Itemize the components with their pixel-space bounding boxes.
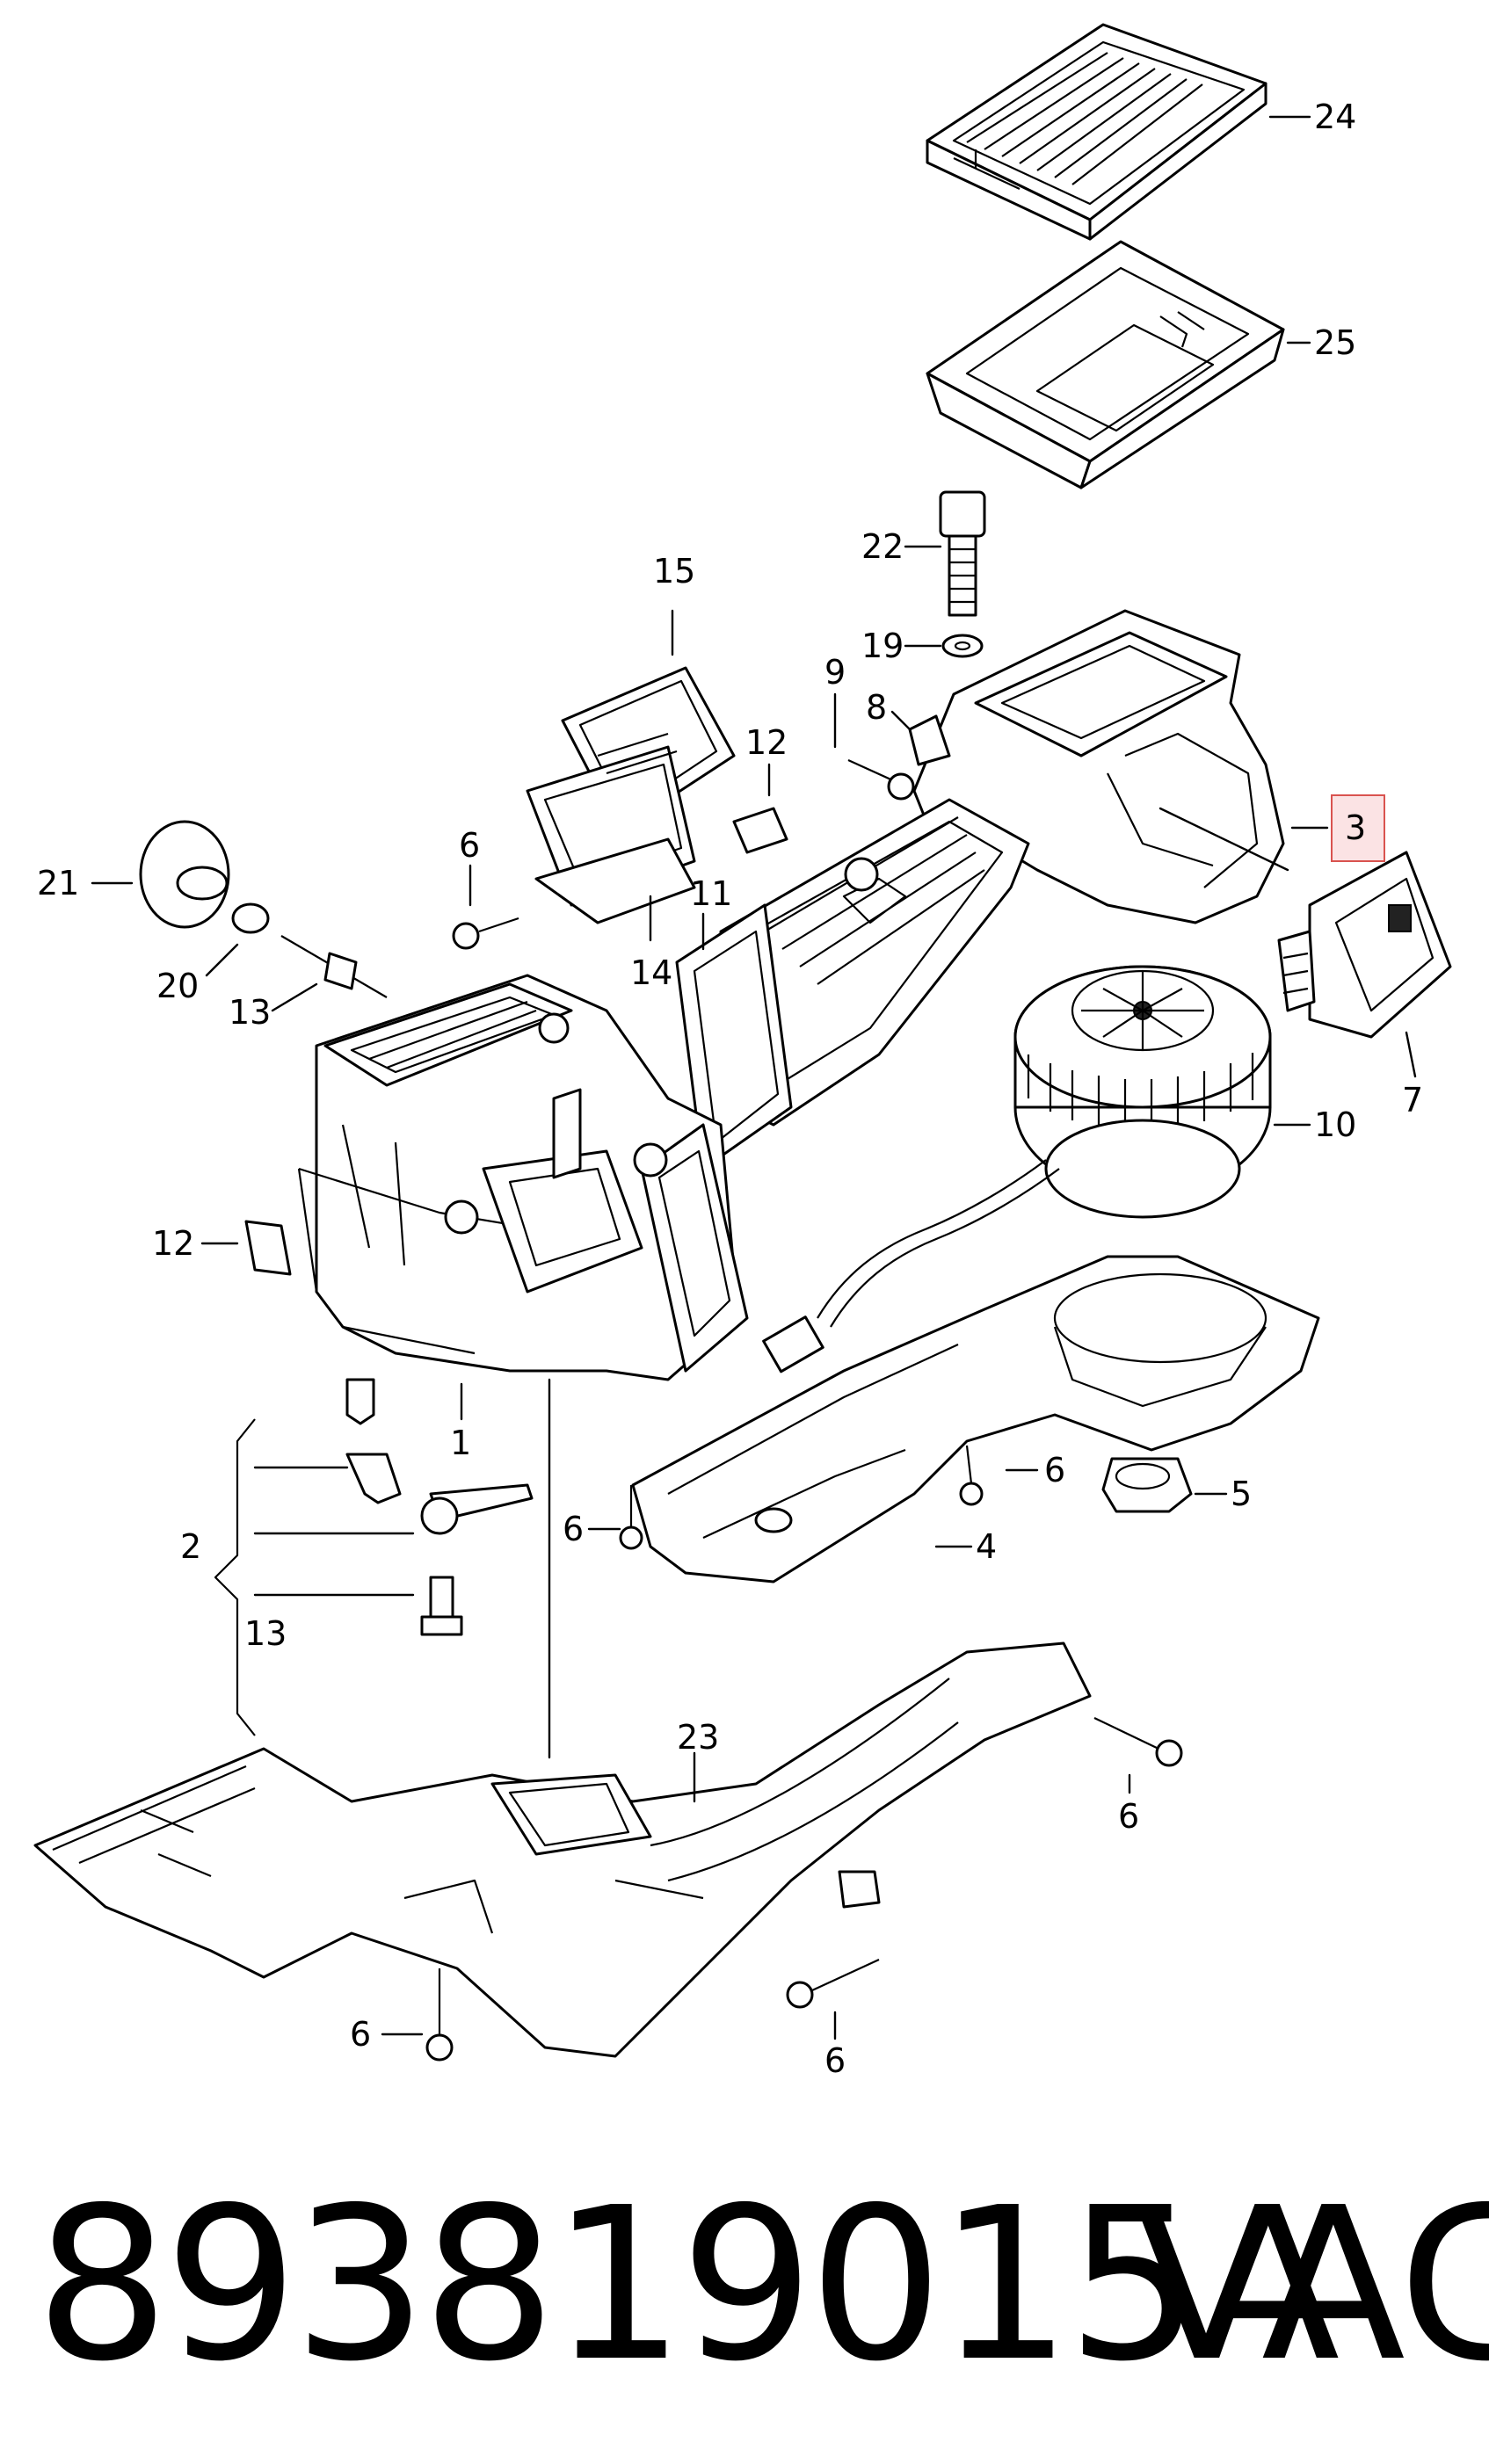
part-number: 893819015A [35, 2162, 1340, 2408]
callout-21[interactable]: 21 [37, 864, 79, 902]
part-10-blower-motor [1013, 965, 1272, 1219]
callout-25[interactable]: 25 [1314, 323, 1356, 362]
callout-3[interactable]: 3 [1345, 808, 1366, 847]
callout-3-highlight[interactable] [1331, 794, 1385, 862]
callout-6-mid-right[interactable]: 6 [1044, 1451, 1065, 1489]
callout-15[interactable]: 15 [653, 552, 695, 591]
part-20-grommet [231, 902, 270, 934]
callout-19[interactable]: 19 [861, 627, 904, 665]
callout-6-lower-left[interactable]: 6 [350, 2015, 371, 2054]
callout-11[interactable]: 11 [690, 874, 732, 913]
brand-label: VAG [1134, 2162, 1489, 2408]
callout-24[interactable]: 24 [1314, 98, 1356, 136]
callout-12-upper[interactable]: 12 [745, 723, 788, 762]
callout-22[interactable]: 22 [861, 527, 904, 566]
part-6-screw-d [1093, 1717, 1183, 1767]
part-7-resistor [1277, 851, 1452, 1039]
callout-14[interactable]: 14 [630, 953, 672, 992]
part-23-lower-duct [33, 1641, 1092, 2058]
part-6-screw-upper [452, 917, 519, 950]
part-22-bolt [939, 490, 986, 617]
callout-6-bottom[interactable]: 6 [824, 2041, 846, 2080]
part-12-clip-upper [732, 807, 788, 854]
callout-6-upper[interactable]: 6 [459, 826, 480, 865]
callout-23[interactable]: 23 [677, 1718, 719, 1757]
callout-13-lower[interactable]: 13 [244, 1614, 287, 1653]
part-8-clip [908, 714, 951, 766]
callout-5[interactable]: 5 [1231, 1475, 1252, 1513]
part-4-floor-duct [631, 1255, 1320, 1583]
clip-small [838, 1870, 881, 1909]
callout-8[interactable]: 8 [866, 688, 887, 727]
part-21-cap [139, 820, 230, 929]
callout-4[interactable]: 4 [976, 1527, 997, 1566]
part-6-screw-e [425, 1968, 454, 2062]
part-24-filter-cover [926, 23, 1267, 241]
part-6-screw-f [786, 1959, 880, 2009]
callout-6-mid-left[interactable]: 6 [563, 1510, 584, 1548]
part-2-linkage [345, 1453, 534, 1636]
part-6-screw-b [959, 1445, 984, 1506]
part-11-seal-frame [675, 903, 793, 1170]
part-6-screw-c [619, 1485, 643, 1550]
callout-12-lower[interactable]: 12 [152, 1224, 194, 1263]
callout-7[interactable]: 7 [1402, 1081, 1423, 1120]
callout-13-upper[interactable]: 13 [229, 993, 271, 1032]
callout-1[interactable]: 1 [450, 1424, 471, 1462]
callout-10[interactable]: 10 [1314, 1105, 1356, 1144]
callout-2[interactable]: 2 [180, 1527, 201, 1566]
part-5-grommet [1101, 1457, 1193, 1513]
part-19-washer [941, 634, 984, 658]
callout-20[interactable]: 20 [156, 967, 199, 1005]
part-1-heater-box [297, 974, 749, 1425]
part-12-clip-lower [244, 1220, 292, 1276]
callout-6-lower-right[interactable]: 6 [1118, 1797, 1139, 1836]
part-15-air-vent [526, 666, 736, 924]
callout-9[interactable]: 9 [824, 653, 846, 692]
part-9-screw [847, 758, 915, 801]
part-13-screw-upper [280, 935, 388, 998]
part-25-filter-housing [926, 240, 1285, 489]
